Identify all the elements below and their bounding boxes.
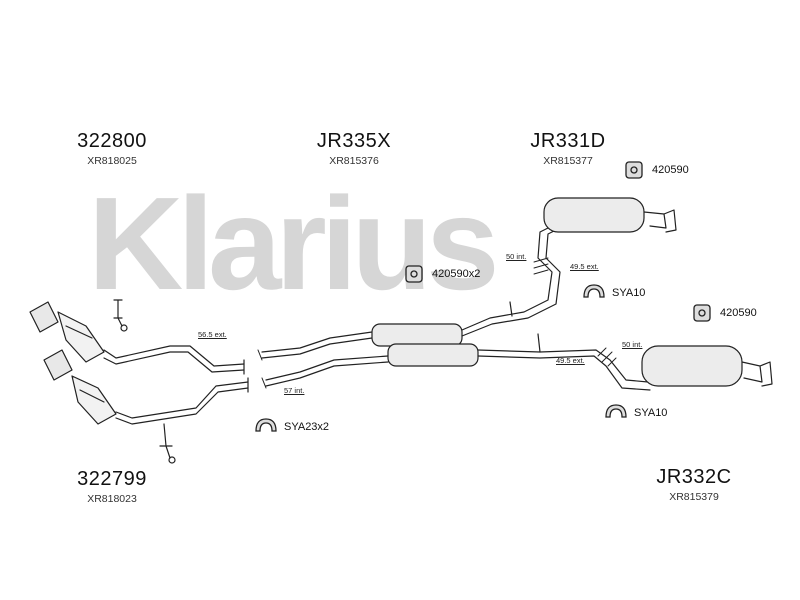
accessory-label: 420590 [652, 164, 689, 176]
accessory-label: SYA10 [612, 287, 646, 299]
lower-front-pipe-icon [115, 377, 249, 425]
accessory-label: 420590x2 [432, 268, 481, 280]
part-number: 322799 [77, 468, 147, 490]
dimension-note: 49.5 ext. [570, 262, 599, 271]
part-number: JR331D [530, 130, 606, 152]
lower-rear-muffler-icon [641, 345, 773, 387]
clamp-icon [255, 418, 277, 432]
dimension-note: 57 int. [284, 386, 305, 395]
dimension-note: 56.5 ext. [198, 330, 227, 339]
upper-rear-muffler-icon [543, 197, 677, 233]
part-reference: XR815376 [329, 155, 379, 167]
part-number: JR332C [656, 466, 732, 488]
dimension-note: 50 int. [506, 252, 527, 261]
brand-watermark: Klarius [88, 170, 499, 317]
accessory-label: SYA23x2 [284, 421, 330, 433]
part-reference: XR818025 [87, 155, 137, 167]
accessory-rubber-mount: 420590 [652, 164, 689, 176]
accessory-label: 420590 [720, 307, 757, 319]
clamp-icon [583, 284, 605, 298]
part-label-jr332c: JR332C XR815379 [644, 466, 744, 503]
accessory-rubber-mount: 420590 [720, 307, 757, 319]
centre-muffler-icon [371, 323, 479, 367]
accessory-clamp-pair: SYA23x2 [284, 421, 329, 433]
upper-catalyst-icon [29, 301, 105, 363]
part-number: 322800 [77, 130, 147, 152]
part-number: JR335X [316, 130, 392, 152]
dimension-note: 49.5 ext. [556, 356, 585, 365]
rubber-mount-icon [405, 265, 423, 283]
part-label-322800: 322800 XR818025 [62, 130, 162, 167]
rubber-mount-icon [693, 304, 711, 322]
accessory-clamp: SYA10 [612, 287, 645, 299]
clamp-icon [605, 404, 627, 418]
lower-catalyst-icon [43, 349, 117, 425]
part-reference: XR818023 [87, 493, 137, 505]
accessory-rubber-mount-pair: 420590x2 [432, 268, 480, 280]
part-label-322799: 322799 XR818023 [62, 468, 162, 505]
part-label-jr331d: JR331D XR815377 [518, 130, 618, 167]
centre-pipes-icon [261, 331, 389, 387]
dimension-note: 50 int. [622, 340, 643, 349]
part-label-jr335x: JR335X XR815376 [304, 130, 404, 167]
pipe-cut-marks-icon [257, 257, 617, 389]
upper-tailpipe-run-icon [461, 225, 561, 337]
accessory-label: SYA10 [634, 407, 668, 419]
rubber-mount-icon [625, 161, 643, 179]
part-reference: XR815379 [669, 491, 719, 503]
lower-tailpipe-run-icon [477, 333, 651, 391]
accessory-clamp: SYA10 [634, 407, 667, 419]
upper-front-pipe-icon [103, 345, 245, 375]
part-reference: XR815377 [543, 155, 593, 167]
lambda-sensor-icon [159, 423, 176, 464]
lambda-sensor-icon [113, 299, 128, 332]
